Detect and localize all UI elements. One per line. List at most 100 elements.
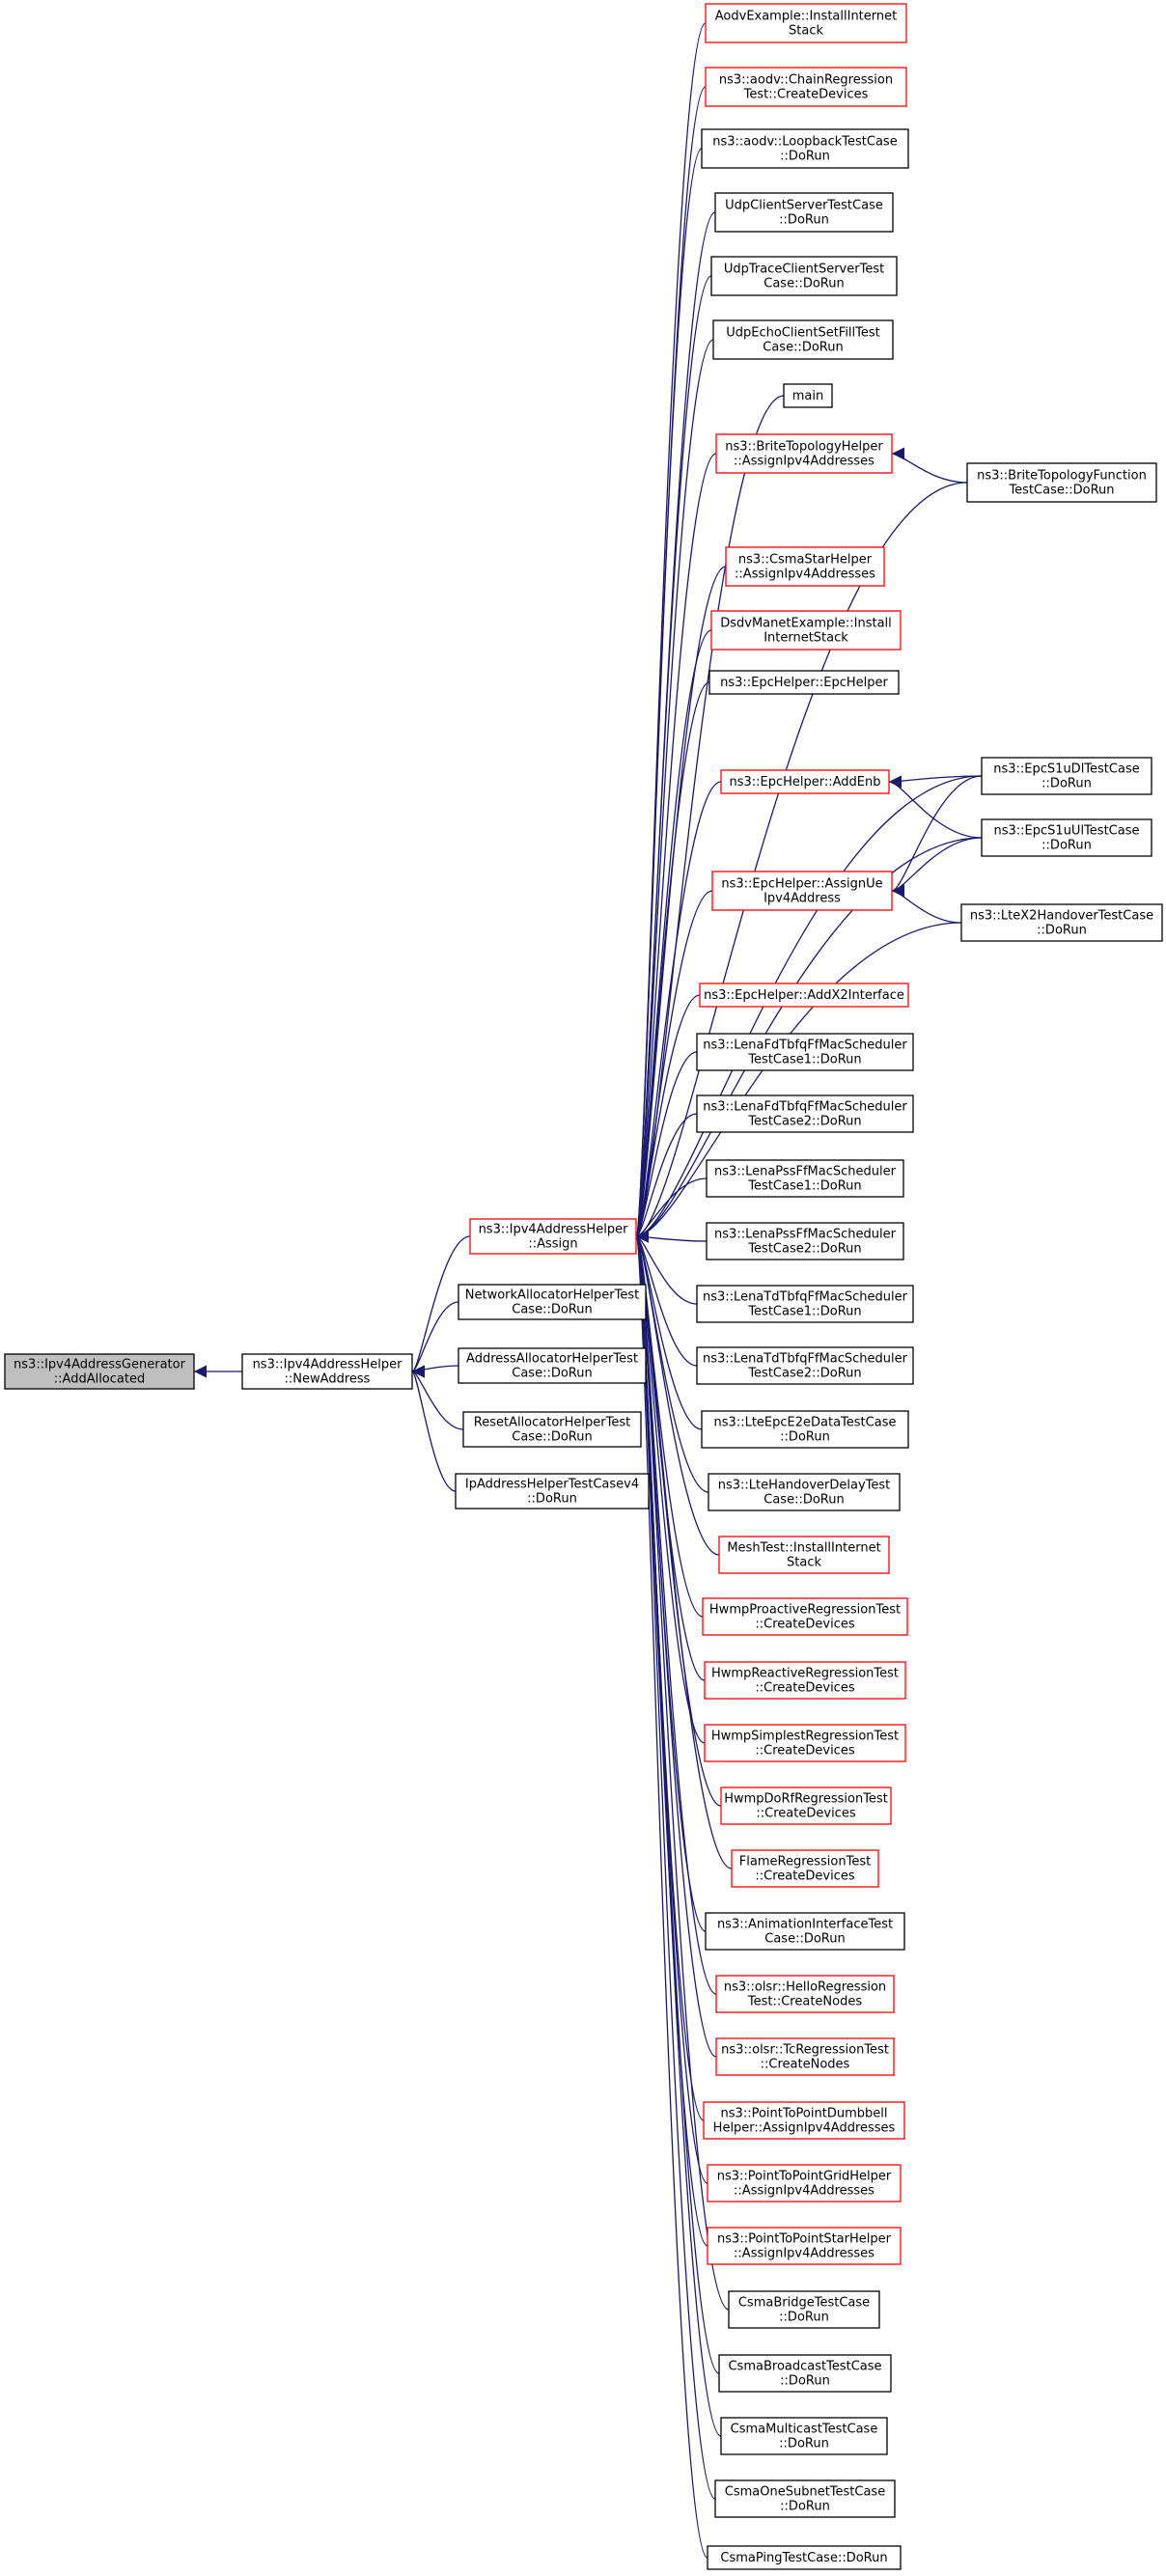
node-label-line: Test::CreateDevices (743, 88, 869, 102)
node-hwmpproactiveregressiontest-createdevices[interactable]: HwmpProactiveRegressionTest::CreateDevic… (702, 1597, 908, 1636)
edge-netalloc-to-newaddr (411, 1301, 459, 1378)
node-ns3-ipv4addresshelper-newaddress[interactable]: ns3::Ipv4AddressHelper::NewAddress (241, 1353, 413, 1390)
node-box (701, 1410, 909, 1449)
node-box (241, 1353, 413, 1390)
node-ns3-epchelper-addx2interface[interactable]: ns3::EpcHelper::AddX2Interface (699, 983, 909, 1008)
node-box (706, 1159, 904, 1198)
node-label-line: ns3::EpcHelper::AssignUe (721, 877, 882, 892)
node-label-line: FlameRegressionTest (739, 1855, 871, 1870)
node-label-line: ns3::BriteTopologyFunction (977, 469, 1147, 484)
node-udpclientservertestcase-dorun[interactable]: UdpClientServerTestCase::DoRun (714, 192, 894, 233)
node-label-line: ::CreateDevices (756, 1807, 855, 1821)
node-ns3-lenatdtbfqffmacschedulertestcase1-dorun[interactable]: ns3::LenaTdTbfqFfMacSchedulerTestCase1::… (696, 1285, 914, 1323)
node-label-line: TestCase1::DoRun (747, 1305, 861, 1319)
node-label-line: ::AddAllocated (54, 1372, 145, 1387)
node-hwmpreactiveregressiontest-createdevices[interactable]: HwmpReactiveRegressionTest::CreateDevice… (704, 1661, 906, 1700)
node-ns3-olsr-helloregressiontest-createnodes[interactable]: ns3::olsr::HelloRegressionTest::CreateNo… (715, 1975, 895, 2013)
node-ns3-lenafdtbfqffmacschedulertestcase1-dorun[interactable]: ns3::LenaFdTbfqFfMacSchedulerTestCase1::… (696, 1033, 914, 1071)
node-ns3-ipv4addresshelper-assign[interactable]: ns3::Ipv4AddressHelper::Assign (469, 1218, 637, 1255)
node-label-line: ::DoRun (1041, 839, 1092, 853)
node-ns3-lenapssffmacschedulertestcase1-dorun[interactable]: ns3::LenaPssFfMacSchedulerTestCase1::DoR… (706, 1159, 904, 1198)
node-box (718, 2354, 892, 2393)
edge-brite-to-assign (635, 453, 717, 1242)
node-label-line: CsmaMulticastTestCase (731, 2423, 878, 2437)
node-label-line: Test::CreateNodes (747, 1995, 862, 2009)
node-box (710, 610, 902, 651)
node-box (696, 1033, 914, 1071)
node-csmamulticasttestcase-dorun[interactable]: CsmaMulticastTestCase::DoRun (720, 2417, 888, 2455)
nodes-layer: ns3::Ipv4AddressGenerator::AddAllocatedn… (4, 3, 1163, 2570)
node-ns3-epchelper-epchelper[interactable]: ns3::EpcHelper::EpcHelper (708, 670, 900, 695)
node-ns3-epcs1udltestcase-dorun[interactable]: ns3::EpcS1uDlTestCase::DoRun (981, 757, 1152, 795)
node-label-line: HwmpProactiveRegressionTest (709, 1603, 901, 1618)
node-ns3-aodv-loopbacktestcase-dorun[interactable]: ns3::aodv::LoopbackTestCase::DoRun (701, 128, 909, 169)
node-box (704, 1724, 906, 1762)
node-label-line: ns3::PointToPointGridHelper (717, 2170, 892, 2184)
node-ns3-epcs1uultestcase-dorun[interactable]: ns3::EpcS1uUlTestCase::DoRun (981, 818, 1152, 857)
node-csmabridgetestcase-dorun[interactable]: CsmaBridgeTestCase::DoRun (728, 2290, 880, 2329)
node-ns3-britetopologyfunctiontestcase-dorun[interactable]: ns3::BriteTopologyFunctionTestCase::DoRu… (966, 462, 1157, 503)
node-label-line: ns3::LenaFdTbfqFfMacScheduler (703, 1100, 907, 1115)
node-ns3-lenatdtbfqffmacschedulertestcase2-dorun[interactable]: ns3::LenaTdTbfqFfMacSchedulerTestCase2::… (696, 1346, 914, 1385)
node-ns3-pointtopointstarhelper-assignipv4addresses[interactable]: ns3::PointToPointStarHelper::AssignIpv4A… (707, 2227, 902, 2265)
node-hwmpsimplestregressiontest-createdevices[interactable]: HwmpSimplestRegressionTest::CreateDevice… (704, 1724, 906, 1762)
node-ns3-lenafdtbfqffmacschedulertestcase2-dorun[interactable]: ns3::LenaFdTbfqFfMacSchedulerTestCase2::… (696, 1094, 914, 1133)
node-ns3-britetopologyhelper-assignipv4addresses[interactable]: ns3::BriteTopologyHelper::AssignIpv4Addr… (715, 433, 893, 474)
node-label-line: TestCase1::DoRun (747, 1053, 861, 1067)
node-ns3-pointtopointgridhelper-assignipv4addresses[interactable]: ns3::PointToPointGridHelper::AssignIpv4A… (707, 2164, 902, 2202)
node-ipaddresshelpertestcasev4-dorun[interactable]: IpAddressHelperTestCasev4::DoRun (455, 1473, 650, 1510)
node-box (4, 1353, 195, 1390)
node-ns3-csmastarhelper-assignipv4addresses[interactable]: ns3::CsmaStarHelper::AssignIpv4Addresses (725, 546, 885, 587)
node-ns3-aodv-chainregressiontest-createdevices[interactable]: ns3::aodv::ChainRegressionTest::CreateDe… (705, 67, 907, 107)
node-ns3-ltex2handovertestcase-dorun[interactable]: ns3::LteX2HandoverTestCase::DoRun (960, 903, 1163, 942)
node-label-line: ::AssignIpv4Addresses (734, 455, 874, 469)
node-label-line: Helper::AssignIpv4Addresses (713, 2121, 896, 2136)
node-ns3-lteepce2edatatestcase-dorun[interactable]: ns3::LteEpcE2eDataTestCase::DoRun (701, 1410, 909, 1449)
node-main[interactable]: main (783, 383, 833, 408)
node-box (703, 2101, 905, 2140)
node-label-line: ::AssignIpv4Addresses (734, 2247, 874, 2261)
node-hwmpdorfregressiontest-createdevices[interactable]: HwmpDoRfRegressionTest::CreateDevices (720, 1787, 892, 1825)
node-ns3-lenapssffmacschedulertestcase2-dorun[interactable]: ns3::LenaPssFfMacSchedulerTestCase2::DoR… (706, 1222, 904, 1260)
node-box (696, 1094, 914, 1133)
edge-epchelper-to-assign (635, 681, 710, 1242)
node-label-line: TestCase::DoRun (1008, 484, 1114, 498)
node-csmapingtestcase-dorun[interactable]: CsmaPingTestCase::DoRun (707, 2545, 902, 2570)
node-box (725, 546, 885, 587)
node-box (705, 1912, 905, 1951)
node-ns3-epchelper-addenb[interactable]: ns3::EpcHelper::AddEnb (720, 769, 890, 794)
node-label-line: ::CreateDevices (755, 1618, 854, 1632)
node-label-line: ns3::LenaTdTbfqFfMacScheduler (703, 1352, 908, 1367)
edge-csmabridge-to-assign (635, 1231, 730, 2311)
edge-meshtest-to-assign (635, 1230, 720, 1556)
node-box (731, 1849, 879, 1888)
node-csmabroadcasttestcase-dorun[interactable]: CsmaBroadcastTestCase::DoRun (718, 2354, 892, 2393)
node-csmaonesubnettestcase-dorun[interactable]: CsmaOneSubnetTestCase::DoRun (714, 2479, 896, 2518)
node-label-line: ::CreateNodes (761, 2058, 850, 2072)
node-label-line: ::AssignIpv4Addresses (734, 2184, 874, 2199)
node-flameregressiontest-createdevices[interactable]: FlameRegressionTest::CreateDevices (731, 1849, 879, 1888)
node-box (696, 1285, 914, 1323)
node-label-line: CsmaBridgeTestCase (738, 2296, 870, 2311)
node-box (710, 256, 898, 296)
node-label-line: UdpEchoClientSetFillTest (726, 326, 880, 341)
edge-ltex2-to-assignue (891, 884, 962, 924)
node-box (715, 2037, 895, 2076)
node-box (702, 1597, 908, 1636)
node-label-line: ns3::LteX2HandoverTestCase (970, 909, 1153, 924)
node-box (699, 983, 909, 1008)
node-label-line: MeshTest::InstallInternet (727, 1541, 880, 1556)
node-ns3-olsr-tcregressiontest-createnodes[interactable]: ns3::olsr::TcRegressionTest::CreateNodes (715, 2037, 895, 2076)
node-ns3-pointtopointdumbbellhelper-assignipv4addresses[interactable]: ns3::PointToPointDumbbellHelper::AssignI… (703, 2101, 905, 2140)
